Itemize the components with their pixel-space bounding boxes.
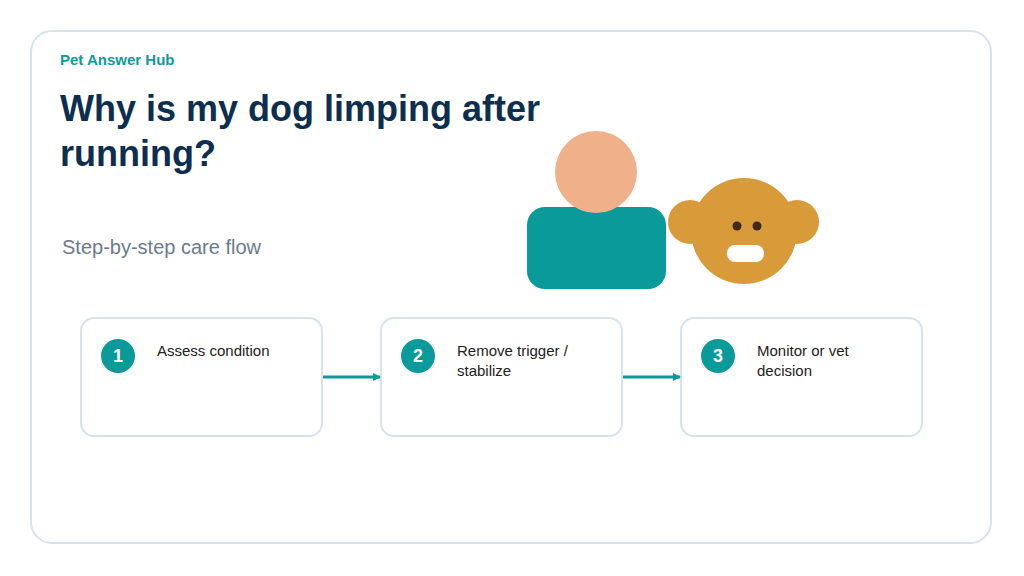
brand-label: Pet Answer Hub — [60, 51, 174, 68]
process-box: Assess condition 1 — [80, 317, 323, 437]
step-text: Assess condition — [157, 341, 297, 361]
dog-eye — [733, 222, 742, 231]
step-number-circle: 2 — [401, 339, 435, 373]
process-box: Remove trigger / stabilize 2 — [380, 317, 623, 437]
step-number-circle: 3 — [701, 339, 735, 373]
step-text: Remove trigger / stabilize — [457, 341, 597, 381]
person-body — [527, 207, 666, 289]
step-number-circle: 1 — [101, 339, 135, 373]
page-title: Why is my dog limping after running? — [60, 86, 620, 176]
dog-head — [691, 178, 797, 284]
person-head — [555, 131, 637, 213]
flow-arrow — [323, 376, 380, 379]
step-text: Monitor or vet decision — [757, 341, 897, 381]
flow-arrow — [623, 376, 680, 379]
process-box: Monitor or vet decision 3 — [680, 317, 923, 437]
dog-mouth — [727, 245, 764, 262]
step-number: 1 — [101, 339, 135, 373]
page-subtitle: Step-by-step care flow — [62, 236, 261, 259]
step-number: 3 — [701, 339, 735, 373]
dog-eye — [753, 222, 762, 231]
step-number: 2 — [401, 339, 435, 373]
